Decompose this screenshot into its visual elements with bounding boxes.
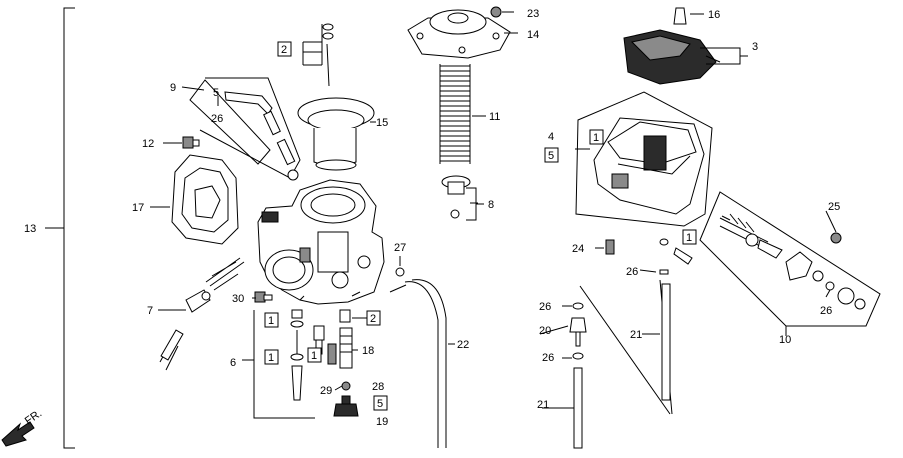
- boxed-callout-2-mid: 2: [366, 310, 381, 326]
- bracket-13: [45, 7, 75, 449]
- callout-21-a: 21: [630, 329, 642, 341]
- callout-12: 12: [142, 138, 154, 150]
- boxed-callout-5-low: 5: [373, 395, 388, 411]
- starter-valve-10: [719, 213, 866, 310]
- callout-29: 29: [320, 385, 332, 397]
- boxed-label: 2: [281, 44, 287, 56]
- leader-lines: [181, 86, 837, 409]
- boxed-label: 1: [268, 315, 274, 327]
- pilot-screw-group: [189, 77, 301, 181]
- callout-19: 19: [376, 416, 388, 428]
- needle-holder-8: [441, 175, 484, 221]
- float-bowl-screws: [595, 238, 693, 275]
- boxed-callout-1-c: 1: [264, 349, 279, 365]
- callout-30: 30: [232, 293, 244, 305]
- callout-16: 16: [708, 9, 720, 21]
- hose-22: [404, 279, 455, 448]
- screw-12: [163, 136, 200, 149]
- screw-30: [254, 291, 273, 303]
- callout-22: 22: [457, 339, 469, 351]
- bracket-10: [699, 191, 881, 327]
- callout-23: 23: [527, 8, 539, 20]
- callout-3: 3: [752, 41, 758, 53]
- pilot-screw-7: [158, 257, 245, 371]
- boxed-label: 1: [686, 232, 692, 244]
- boxed-callout-1-a: 1: [264, 312, 279, 328]
- jet-stack: [290, 309, 359, 417]
- air-cut-cover-3: [623, 7, 748, 85]
- spring-11: [439, 64, 486, 164]
- callout-26-b: 26: [626, 266, 638, 278]
- top-cover-14: [407, 6, 518, 59]
- boxed-callout-1-bowl: 1: [589, 129, 604, 145]
- callout-11: 11: [489, 111, 500, 123]
- callout-4: 4: [548, 131, 554, 143]
- callout-27: 27: [394, 242, 406, 254]
- callout-26-a: 26: [211, 113, 223, 125]
- boxed-callout-1-valve: 1: [682, 229, 697, 245]
- needle-2: [302, 23, 334, 87]
- callout-7: 7: [147, 305, 153, 317]
- callout-8: 8: [488, 199, 494, 211]
- carburetor-body: [257, 179, 385, 305]
- diaphragm-15: [297, 97, 376, 171]
- float-bowl-4: [575, 91, 713, 227]
- boxed-label: 1: [268, 352, 274, 364]
- boxed-label: 1: [311, 350, 317, 362]
- callout-labels: 13 12 17 7 6 9 5 26 30 15 23 14 11 8 27 …: [24, 8, 840, 428]
- bracket-6: [242, 310, 315, 419]
- callout-15: 15: [376, 117, 388, 129]
- callout-21-b: 21: [537, 399, 549, 411]
- callout-5-small: 5: [213, 87, 219, 99]
- callout-25: 25: [828, 201, 840, 213]
- callout-20: 20: [539, 325, 551, 337]
- callout-9: 9: [170, 82, 176, 94]
- boxed-callouts: 2 1 5 1 1 1 1 2: [264, 41, 697, 411]
- drain-fitting-20: [569, 302, 587, 449]
- callout-6: 6: [230, 357, 236, 369]
- boxed-label: 2: [370, 313, 376, 325]
- boxed-callout-2-top: 2: [277, 41, 292, 57]
- boxed-callout-1-b: 1: [307, 347, 322, 363]
- callout-10: 10: [779, 334, 791, 346]
- front-direction-arrow: [1, 421, 35, 447]
- callout-13: 13: [24, 223, 36, 235]
- callout-26-e: 26: [542, 352, 554, 364]
- callout-24: 24: [572, 243, 584, 255]
- boxed-label: 1: [593, 132, 599, 144]
- callout-28: 28: [372, 381, 384, 393]
- callout-14: 14: [527, 29, 539, 41]
- boxed-callout-5-bowl: 5: [544, 147, 559, 163]
- callout-18: 18: [362, 345, 374, 357]
- callout-26-d: 26: [539, 301, 551, 313]
- boxed-label: 5: [377, 398, 383, 410]
- callout-26-c: 26: [820, 305, 832, 317]
- boxed-label: 5: [548, 150, 554, 162]
- drain-tube-group: [579, 279, 673, 415]
- callout-17: 17: [132, 202, 144, 214]
- clip-27: [395, 256, 405, 277]
- float-cover-17: [150, 154, 239, 245]
